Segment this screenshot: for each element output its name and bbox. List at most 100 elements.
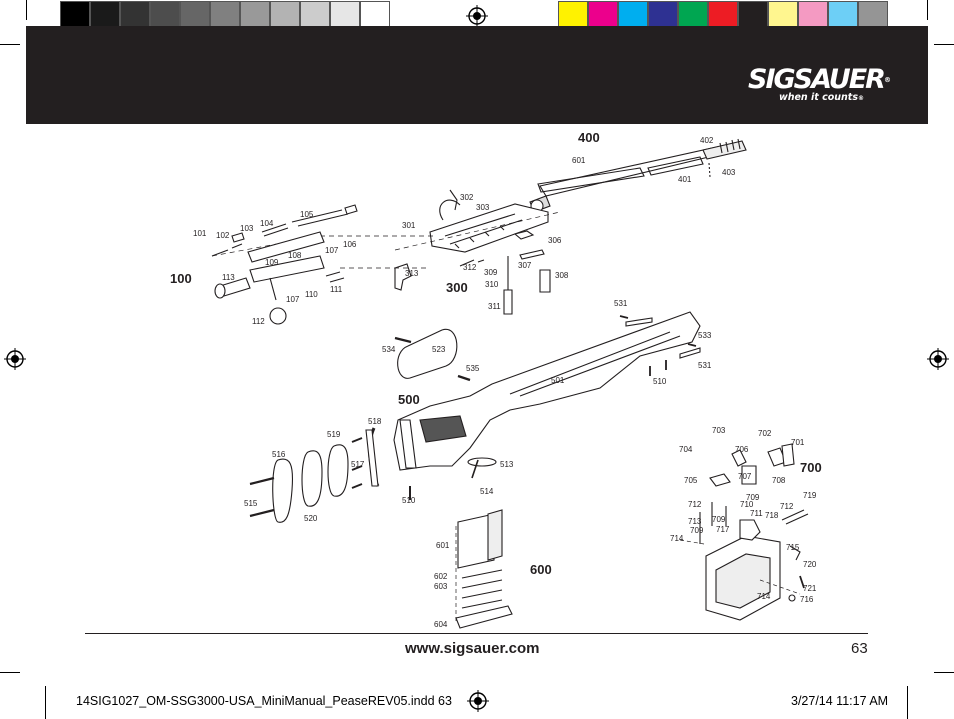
crop-mark [934, 44, 954, 45]
part-number: 108 [288, 251, 302, 260]
part-number: 707 [738, 472, 752, 481]
crop-mark [0, 44, 20, 45]
part-number: 107 [325, 246, 339, 255]
part-number: 703 [712, 426, 726, 435]
registration-mark-icon [4, 348, 26, 370]
part-number: 601 [436, 541, 450, 550]
logo-text: SIGSAUER [748, 64, 886, 95]
part-number: 604 [434, 620, 448, 629]
part-number: 710 [740, 500, 754, 509]
crop-mark [26, 0, 27, 20]
part-number: 714 [757, 592, 771, 601]
part-number: 516 [272, 450, 286, 459]
part-number: 520 [304, 514, 318, 523]
part-number: 531 [614, 299, 628, 308]
part-number: 301 [402, 221, 416, 230]
registration-mark-icon [467, 690, 489, 712]
part-number: 715 [786, 543, 800, 552]
part-number: 308 [555, 271, 569, 280]
part-number: 717 [716, 525, 730, 534]
part-number: 701 [791, 438, 805, 447]
part-number: 709 [690, 526, 704, 535]
part-number: 106 [343, 240, 357, 249]
part-number: 110 [305, 290, 318, 299]
page-number: 63 [851, 640, 868, 657]
slug-timestamp: 3/27/14 11:17 AM [791, 694, 889, 708]
part-number: 303 [476, 203, 490, 212]
group-label-700: 700 [800, 460, 822, 475]
part-number: 501 [551, 376, 565, 385]
part-number: 307 [518, 261, 532, 270]
part-number: 709 [746, 493, 760, 502]
registration-mark-icon [927, 348, 949, 370]
part-number: 714 [670, 534, 684, 543]
part-number: 716 [800, 595, 814, 604]
part-number: 708 [772, 476, 786, 485]
part-number: 112 [252, 317, 265, 326]
part-number: 310 [485, 280, 499, 289]
tagline-registered-mark: ® [858, 95, 864, 102]
part-number: 533 [698, 331, 712, 340]
group-label-500: 500 [398, 392, 420, 407]
group-label-300: 300 [446, 280, 468, 295]
part-number: 514 [480, 487, 494, 496]
part-number: 601 [572, 156, 586, 165]
part-number: 602 [434, 572, 448, 581]
part-number: 103 [240, 224, 254, 233]
part-number: 510 [653, 377, 667, 386]
part-number: 313 [405, 269, 419, 278]
part-number: 515 [244, 499, 258, 508]
part-number: 712 [688, 500, 702, 509]
part-number: 107 [286, 295, 300, 304]
part-number: 403 [722, 168, 736, 177]
part-number: 510 [402, 496, 416, 505]
slug-filename: 14SIG1027_OM-SSG3000-USA_MiniManual_Peas… [76, 694, 452, 708]
part-number: 706 [735, 445, 749, 454]
part-number: 401 [678, 175, 692, 184]
part-number: 519 [327, 430, 341, 439]
logo-tagline: when it counts [778, 92, 858, 103]
crop-mark [907, 686, 908, 719]
header-band [26, 26, 928, 124]
crop-mark [927, 0, 928, 20]
registration-mark-icon [466, 5, 488, 27]
footer-rule [85, 633, 868, 634]
brand-logo: SIGSAUER® when it counts® [748, 66, 891, 104]
part-number: 720 [803, 560, 817, 569]
part-number: 518 [368, 417, 382, 426]
part-number: 603 [434, 582, 448, 591]
part-number: 311 [488, 302, 501, 311]
part-number: 402 [700, 136, 714, 145]
part-number: 705 [684, 476, 698, 485]
part-number: 312 [463, 263, 477, 272]
part-number: 535 [466, 364, 480, 373]
part-number: 113 [222, 273, 235, 282]
group-label-400: 400 [578, 130, 600, 145]
exploded-parts-diagram: 400 100 300 500 600 700 601 402 403 401 … [170, 130, 822, 629]
part-number: 713 [688, 517, 702, 526]
part-number: 702 [758, 429, 772, 438]
group-label-100: 100 [170, 271, 192, 286]
group-label-600: 600 [530, 562, 552, 577]
part-number: 517 [351, 460, 365, 469]
part-number: 109 [265, 258, 279, 267]
part-number: 709 [712, 515, 726, 524]
part-number: 721 [803, 584, 817, 593]
part-number: 513 [500, 460, 514, 469]
website-link[interactable]: www.sigsauer.com [405, 640, 540, 657]
part-number: 105 [300, 210, 314, 219]
part-number: 101 [193, 229, 207, 238]
part-number: 309 [484, 268, 498, 277]
part-number: 719 [803, 491, 817, 500]
part-number: 531 [698, 361, 712, 370]
part-number: 306 [548, 236, 562, 245]
part-number: 102 [216, 231, 230, 240]
part-number: 704 [679, 445, 693, 454]
part-number: 712 [780, 502, 794, 511]
part-number: 534 [382, 345, 396, 354]
part-number: 104 [260, 219, 274, 228]
crop-mark [934, 672, 954, 673]
part-number: 523 [432, 345, 446, 354]
crop-mark [45, 686, 46, 719]
logo-registered-mark: ® [883, 76, 891, 84]
